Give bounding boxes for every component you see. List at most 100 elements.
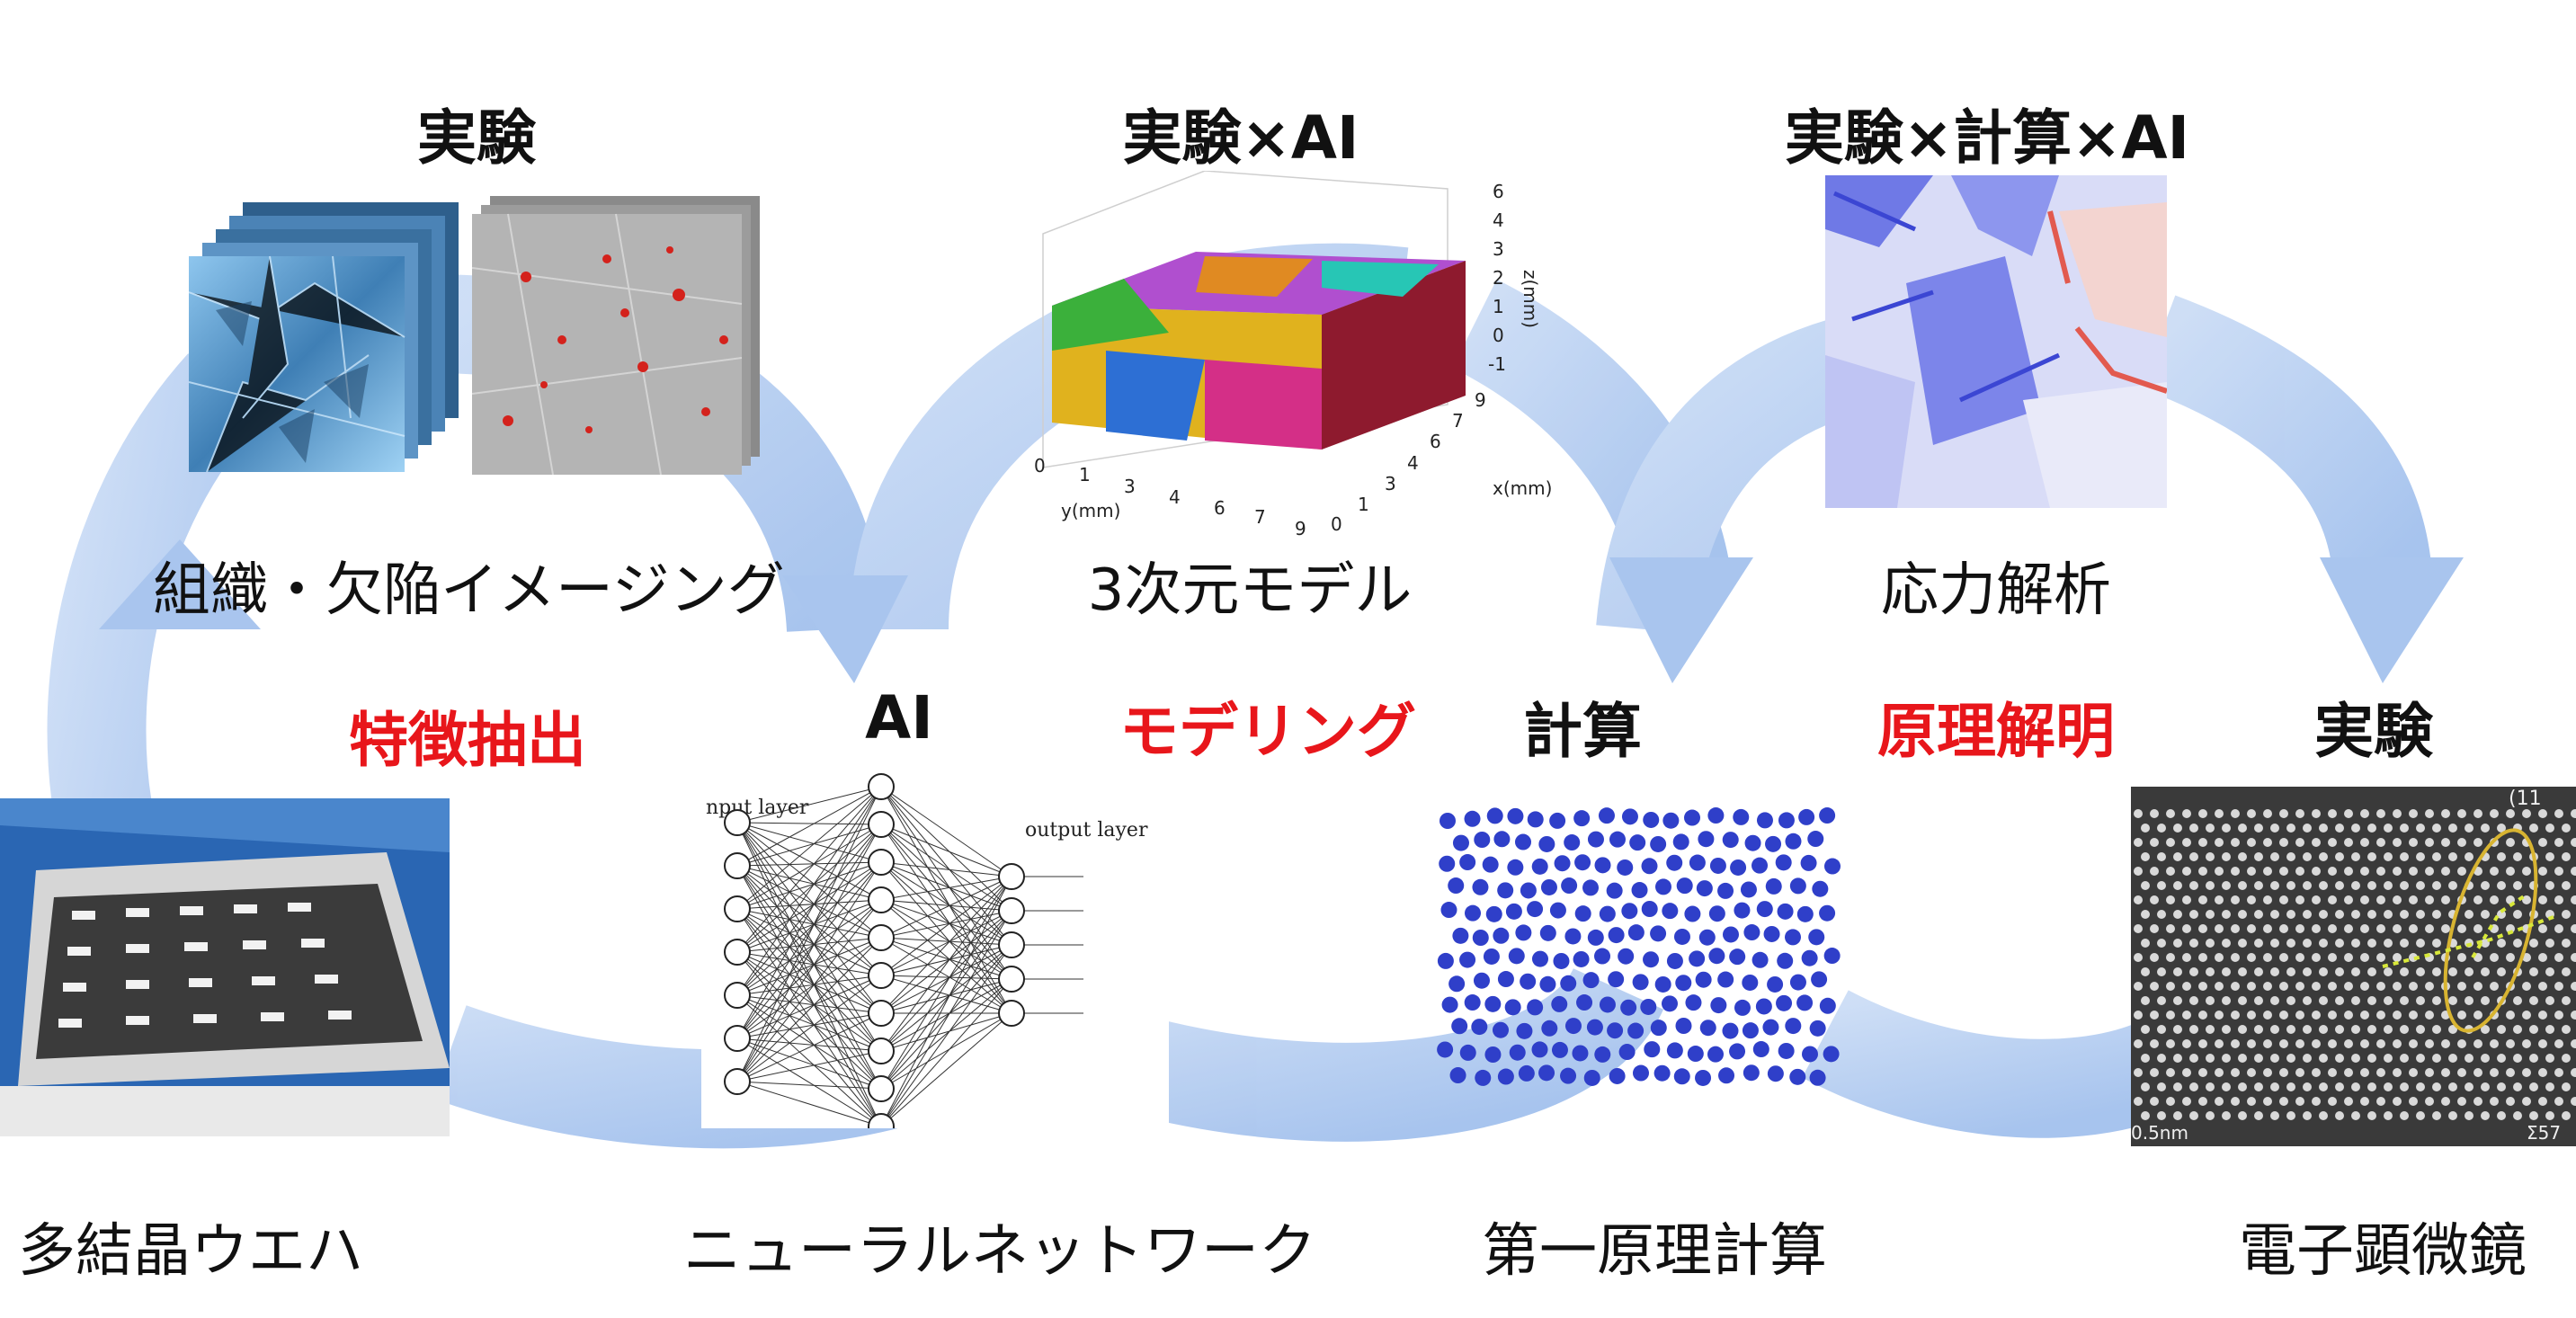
atom [1459, 951, 1476, 968]
tem-atom-column [2448, 967, 2457, 976]
tem-atom-column [2545, 939, 2554, 948]
tem-atom-column [2384, 996, 2393, 1005]
atom [1609, 1067, 1626, 1084]
tem-atom-column [2457, 1039, 2466, 1048]
atom [1527, 811, 1544, 828]
atom [1459, 1044, 1476, 1061]
tem-atom-column [2134, 867, 2143, 876]
atom [1551, 995, 1568, 1012]
atom [1564, 834, 1581, 851]
tem-atom-column [2238, 967, 2247, 976]
tem-atom-column [2238, 1082, 2247, 1091]
tem-atom-column [2400, 1054, 2409, 1063]
tem-atom-column [2400, 996, 2409, 1005]
tem-atom-column [2538, 1068, 2547, 1077]
nn-edge [736, 822, 882, 825]
nn-node [868, 1000, 895, 1027]
tem-atom-column [2198, 867, 2207, 876]
tem-atom-column [2247, 895, 2256, 904]
tem-atom-column [2328, 1068, 2337, 1077]
tem-atom-column [2351, 881, 2360, 890]
tem-atom-column [2384, 1054, 2393, 1063]
tem-atom-column [2562, 1025, 2571, 1034]
y-tick: 3 [1124, 476, 1136, 497]
tem-atom-column [2198, 895, 2207, 904]
tem-atom-column [2286, 824, 2295, 833]
tem-atom-column [2344, 1068, 2353, 1077]
atom [1722, 832, 1739, 849]
nn-node [868, 1037, 895, 1064]
tem-atom-column [2166, 1068, 2175, 1077]
tem-atom-column [2134, 1097, 2143, 1106]
nn-edge [736, 786, 882, 1039]
atom [1540, 878, 1557, 895]
nn-edge [880, 910, 1012, 976]
atom [1587, 831, 1604, 848]
atom [1763, 925, 1780, 942]
atom [1440, 902, 1457, 919]
tem-atom-column [2522, 982, 2531, 991]
atom [1672, 833, 1689, 850]
tem-atom-column [2384, 881, 2393, 890]
tem-atom-column [2538, 1097, 2547, 1106]
tem-atom-column [2206, 1025, 2215, 1034]
tem-atom-column [2238, 852, 2247, 861]
tem-atom-column [2270, 910, 2279, 919]
tem-atom-column [2432, 967, 2441, 976]
tem-atom-column [2465, 824, 2473, 833]
tem-atom-column [2529, 1082, 2538, 1091]
tem-atom-column [2367, 852, 2376, 861]
tem-atom-column [2215, 953, 2224, 962]
tem-atom-column [2263, 895, 2272, 904]
tem-atom-column [2432, 852, 2441, 861]
tem-atom-column [2303, 967, 2312, 976]
atom [1789, 1068, 1806, 1085]
tem-atom-column [2400, 1025, 2409, 1034]
tem-atom-column [2425, 1068, 2434, 1077]
tem-atom-column [2215, 809, 2224, 818]
tem-atom-column [2295, 982, 2304, 991]
atom [1707, 807, 1725, 824]
tem-atom-column [2473, 1068, 2482, 1077]
atom [1650, 925, 1667, 942]
tem-atom-column [2425, 1011, 2434, 1020]
neural-network-diagram: nput layer output layer [701, 769, 1169, 1128]
tem-atom-column [2141, 881, 2150, 890]
tem-orientation-label: (11 [2509, 788, 2542, 810]
atom [1627, 1022, 1645, 1039]
atom [1740, 881, 1757, 898]
caption-wafer: 多結晶ウエハ [18, 1218, 363, 1285]
atom [1507, 859, 1524, 876]
tem-atom-column [2206, 881, 2215, 890]
atom [1586, 1019, 1603, 1036]
atom [1729, 948, 1746, 966]
tem-atom-column [2497, 910, 2506, 919]
nn-edge [736, 824, 882, 996]
tem-atom-column [2312, 838, 2321, 847]
tem-atom-column [2571, 838, 2576, 847]
atom [1572, 1045, 1589, 1062]
nn-edge [880, 876, 1012, 939]
tem-atom-column [2384, 910, 2393, 919]
nn-edge [880, 899, 1012, 912]
tem-atom-column [2465, 910, 2473, 919]
atom [1485, 905, 1502, 922]
tem-atom-column [2571, 1011, 2576, 1020]
tem-atom-column [2134, 953, 2143, 962]
tem-atom-column [2279, 1039, 2288, 1048]
tem-atom-column [2279, 1068, 2288, 1077]
tem-atom-column [2554, 895, 2563, 904]
tem-atom-column [2409, 867, 2418, 876]
atom [1618, 1044, 1636, 1061]
tem-atom-column [2189, 1025, 2198, 1034]
nn-edge [880, 899, 1012, 1014]
tem-atom-column [2344, 1011, 2353, 1020]
x-axis-label: x(mm) [1493, 477, 1552, 499]
tem-atom-column [2376, 924, 2385, 933]
tem-atom-column [2522, 895, 2531, 904]
atom [1632, 974, 1649, 991]
tem-atom-column [2312, 924, 2321, 933]
tem-atom-column [2270, 824, 2279, 833]
tem-atom-column [2481, 967, 2490, 976]
nn-edge [736, 908, 882, 1127]
